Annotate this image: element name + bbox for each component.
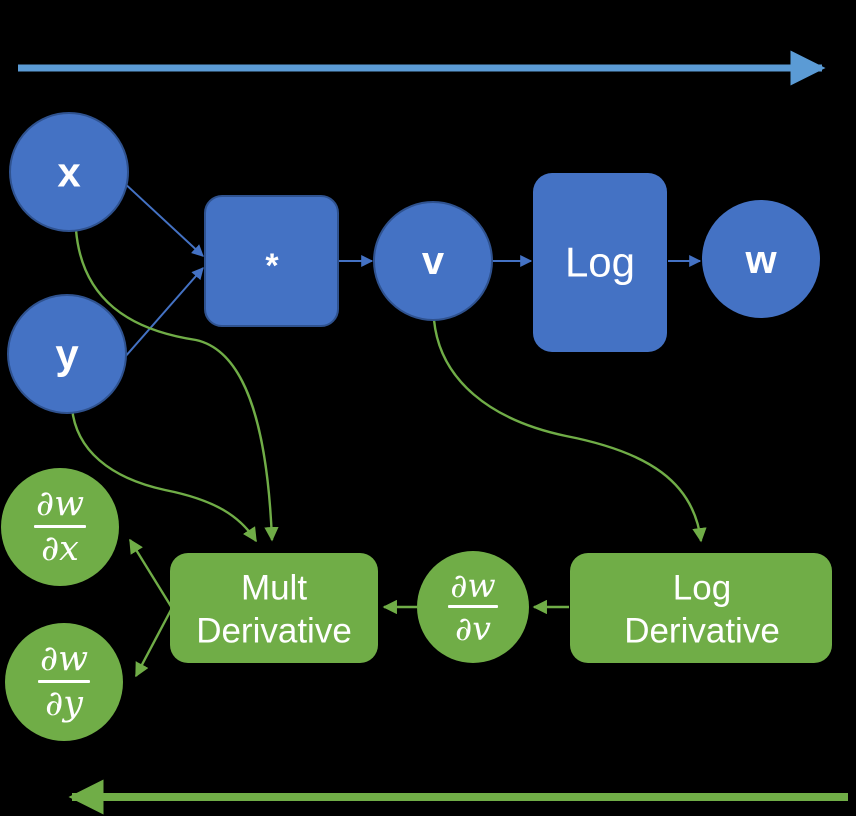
node-mult[interactable] [204, 195, 339, 327]
forward-edges [120, 179, 702, 359]
backward-straight-edges [128, 538, 569, 678]
node-y[interactable] [7, 294, 127, 414]
node-mult-label: * [265, 247, 279, 285]
edge-v-to-log-derivative [432, 319, 707, 543]
node-log[interactable] [533, 173, 667, 352]
node-mult-derivative-line1: Mult [241, 569, 307, 608]
forward-node-labels: x y * v Log w [55, 149, 777, 378]
node-dw-dx-label: ∂w ∂x [6, 472, 114, 582]
node-w-label: w [744, 238, 777, 282]
node-log-label: Log [565, 239, 635, 286]
node-x[interactable] [9, 112, 129, 232]
dw-dy-denominator: ∂y [45, 684, 83, 724]
dw-dx-denominator: ∂x [41, 529, 79, 569]
dw-dv-fraction-bar [448, 605, 498, 608]
node-x-label: x [57, 149, 81, 196]
backward-box-labels: Mult Derivative Log Derivative [196, 569, 780, 651]
edge-x-to-mult [120, 179, 204, 257]
node-log-derivative-line1: Log [673, 569, 731, 608]
node-v[interactable] [373, 201, 493, 321]
node-mult-derivative-line2: Derivative [196, 612, 352, 651]
edge-mult-derivative-to-dw-dy [134, 607, 174, 678]
dw-dv-numerator: ∂w [450, 566, 496, 605]
node-v-label: v [422, 239, 445, 283]
dw-dv-denominator: ∂v [455, 609, 491, 648]
dw-dx-numerator: ∂w [35, 484, 85, 524]
edge-y-to-mult-derivative [70, 407, 258, 543]
edge-mult-derivative-to-dw-dx [128, 538, 174, 609]
node-dw-dy-label: ∂w ∂y [10, 627, 118, 737]
dw-dy-numerator: ∂w [39, 639, 89, 679]
node-dw-dv-label: ∂w ∂v [421, 554, 525, 660]
forward-nodes [7, 112, 820, 414]
node-log-derivative-line2: Derivative [624, 612, 780, 651]
dw-dy-fraction-bar [37, 680, 91, 683]
backward-curved-edges [70, 229, 707, 543]
node-log-derivative[interactable] [570, 553, 832, 663]
dw-dx-fraction-bar [33, 525, 87, 528]
node-mult-derivative[interactable] [170, 553, 378, 663]
edge-y-to-mult [123, 267, 204, 359]
node-w[interactable] [702, 200, 820, 318]
node-y-label: y [55, 331, 79, 378]
edge-x-to-mult-derivative [74, 229, 279, 542]
